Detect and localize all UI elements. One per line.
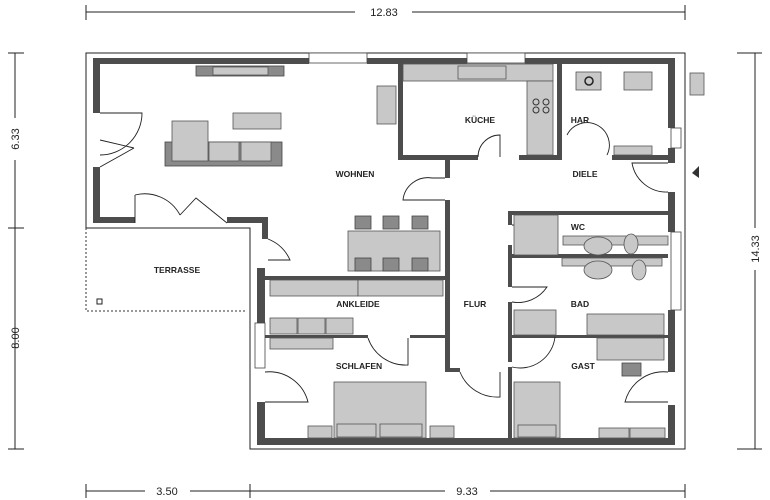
- dimension-left-upper-label: 6.33: [10, 128, 22, 149]
- room-label-ankleide: ANKLEIDE: [336, 299, 380, 309]
- room-label-wc: WC: [571, 222, 585, 232]
- room-label-schlafen: SCHLAFEN: [336, 361, 382, 371]
- furniture: [164, 63, 705, 439]
- dimension-bottom-right-label: 9.33: [456, 486, 477, 498]
- room-label-gast: GAST: [571, 361, 595, 371]
- dimension-depth-label: 14.33: [750, 235, 762, 263]
- dimension-left: 6.33 8.00: [8, 52, 24, 450]
- terrace-post: [96, 298, 103, 305]
- doors[interactable]: [99, 112, 669, 403]
- dimension-left-lower-label: 8.00: [10, 327, 22, 348]
- walls: [93, 58, 675, 445]
- room-label-flur: FLUR: [464, 299, 487, 309]
- room-label-kueche: KÜCHE: [465, 115, 496, 125]
- dimension-bottom-left-label: 3.50: [156, 486, 177, 498]
- room-label-terrasse: TERRASSE: [154, 265, 201, 275]
- dimension-bottom: 3.50 9.33: [85, 484, 686, 498]
- dimension-top: 12.83: [85, 5, 686, 20]
- room-label-bad: BAD: [571, 299, 589, 309]
- room-label-wohnen: WOHNEN: [336, 169, 375, 179]
- room-label-diele: DIELE: [572, 169, 597, 179]
- dimension-right: 14.33: [737, 52, 762, 450]
- windows: [254, 52, 682, 369]
- entrance-arrow-icon: [692, 166, 699, 178]
- dimension-width-label: 12.83: [370, 7, 398, 19]
- room-label-har: HAR: [571, 115, 589, 125]
